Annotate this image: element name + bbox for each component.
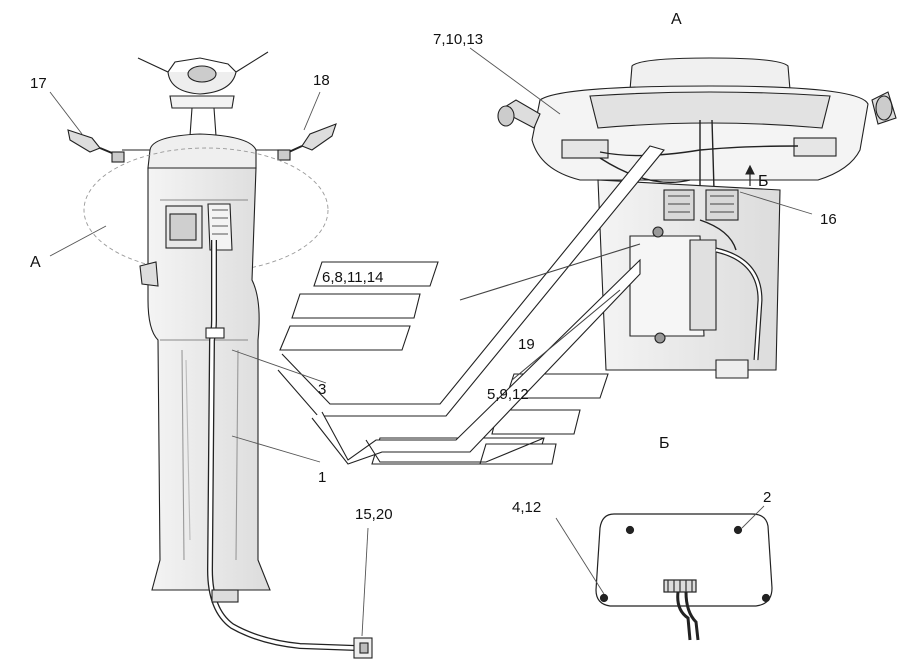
view-b-plate	[595, 513, 773, 641]
view-a-marker: А	[30, 254, 41, 271]
callout-6-8-11-14: 6,8,11,14	[322, 269, 384, 286]
steering-column-view	[67, 51, 373, 659]
callout-18: 18	[313, 72, 330, 89]
leader-lines	[49, 47, 813, 637]
callout-16: 16	[820, 211, 837, 228]
projection-bands	[277, 145, 665, 465]
callout-17: 17	[30, 75, 47, 92]
view-a-detail	[497, 57, 897, 379]
callout-19: 19	[518, 336, 535, 353]
callout-1: 1	[318, 469, 327, 486]
view-a-title: А	[671, 11, 682, 28]
callout-15-20: 15,20	[355, 506, 393, 523]
callout-7-10-13: 7,10,13	[433, 31, 484, 48]
view-b-arrow-label: Б	[758, 173, 769, 190]
callout-2: 2	[763, 489, 772, 506]
callout-3: 3	[318, 381, 327, 398]
callout-4-12: 4,12	[512, 499, 542, 516]
callout-5-9-12: 5,9,12	[487, 386, 529, 403]
view-b-title: Б	[659, 435, 670, 452]
